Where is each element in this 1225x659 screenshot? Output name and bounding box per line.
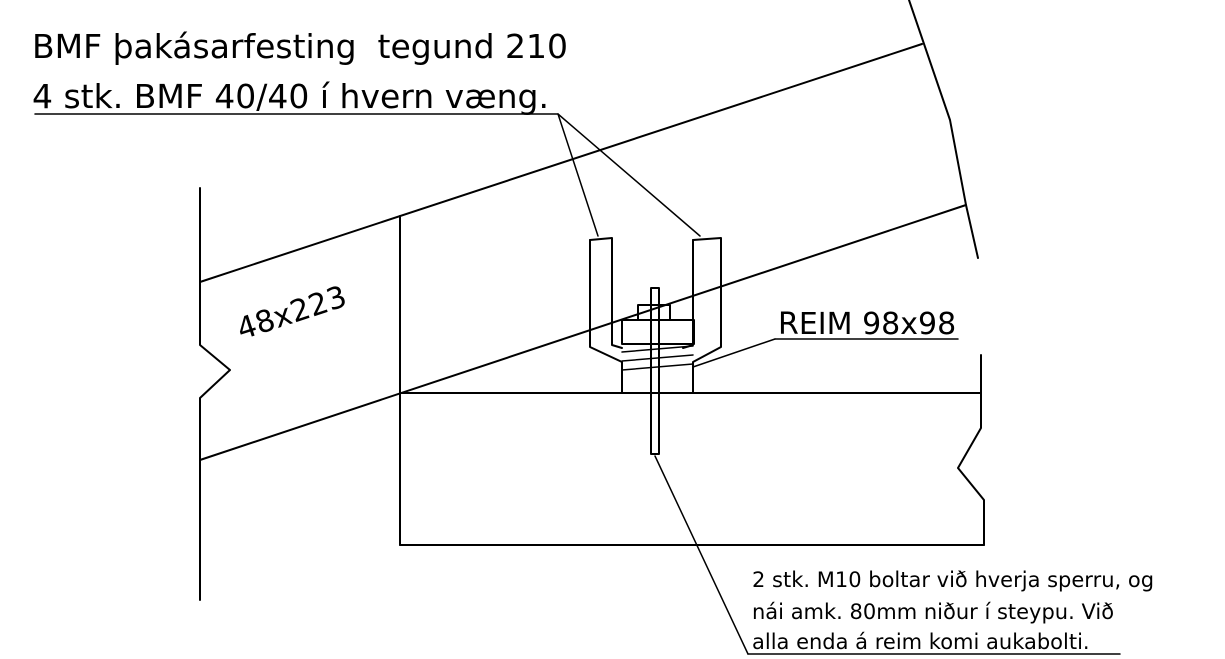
note-line-1: 2 stk. M10 boltar við hverja sperru, og xyxy=(752,568,1154,592)
plate-label: REIM 98x98 xyxy=(778,307,956,342)
washer-line-1 xyxy=(621,345,694,353)
bracket-right xyxy=(692,237,722,394)
title-line-1: BMF þakásarfesting tegund 210 xyxy=(32,27,568,66)
washer-line-2 xyxy=(621,354,694,362)
leader-to-left-bracket xyxy=(557,113,599,237)
bolt-shaft xyxy=(650,287,660,455)
title-line-2: 4 stk. BMF 40/40 í hvern væng. xyxy=(32,77,549,116)
note-line-3: alla enda á reim komi aukabolti. xyxy=(752,630,1090,654)
rafter-bottom-edge xyxy=(199,204,967,461)
bolt-assembly xyxy=(621,287,695,455)
plate-break-right xyxy=(957,354,985,546)
washer-line-3 xyxy=(621,363,694,371)
rafter-break-left xyxy=(199,187,231,601)
bracket-left-inner xyxy=(589,237,623,349)
rafter-break-right xyxy=(908,0,979,259)
leader-to-bolt xyxy=(654,455,749,655)
bracket-left xyxy=(589,239,623,394)
rafter-label: 48x223 xyxy=(233,279,351,347)
note-line-2: nái amk. 80mm niður í steypu. Við xyxy=(752,600,1114,624)
bmf-brackets xyxy=(589,237,722,394)
leader-to-right-bracket xyxy=(557,113,701,237)
rafter-top-edge xyxy=(199,43,923,283)
rafter xyxy=(199,0,979,601)
bolt-nut xyxy=(637,304,671,321)
bracket-right-inner xyxy=(682,239,694,349)
leader-lines xyxy=(34,113,1121,655)
leader-to-plate xyxy=(692,338,776,368)
wall-plate-section xyxy=(399,354,985,546)
